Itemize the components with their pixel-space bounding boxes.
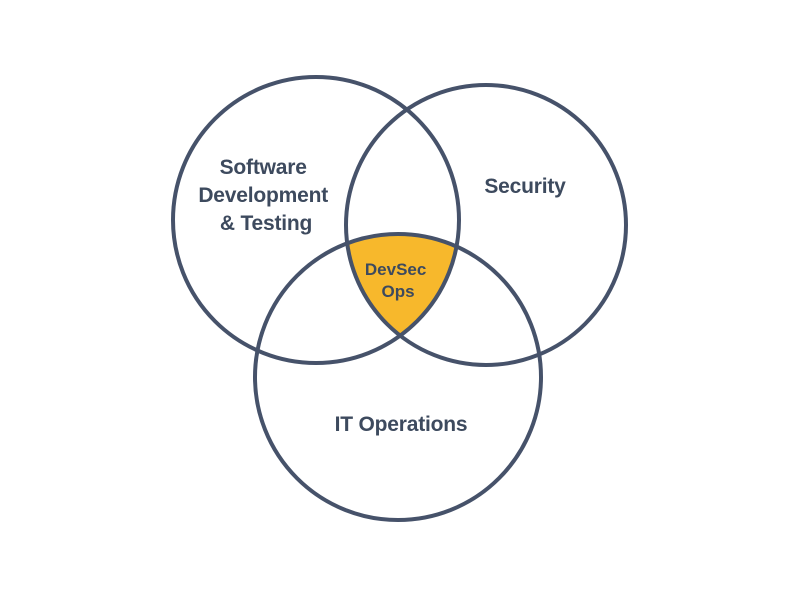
security-label: Security [484,175,566,198]
devsecops-label-line-2: Ops [381,282,414,301]
security-label-line-1: Security [484,175,566,198]
operations-label-line-1: IT Operations [335,413,468,436]
software-label-line-1: Software [220,156,307,179]
software-label-line-2: Development [198,184,328,207]
operations-label: IT Operations [335,413,468,436]
operations-circle [253,232,543,522]
software-circle [171,75,461,365]
devsecops-label-line-1: DevSec [365,260,426,279]
software-label: Software Development & Testing [198,156,333,235]
software-label-line-3: & Testing [220,212,312,235]
security-circle [344,83,628,367]
devsecops-label: DevSec Ops [365,260,431,301]
